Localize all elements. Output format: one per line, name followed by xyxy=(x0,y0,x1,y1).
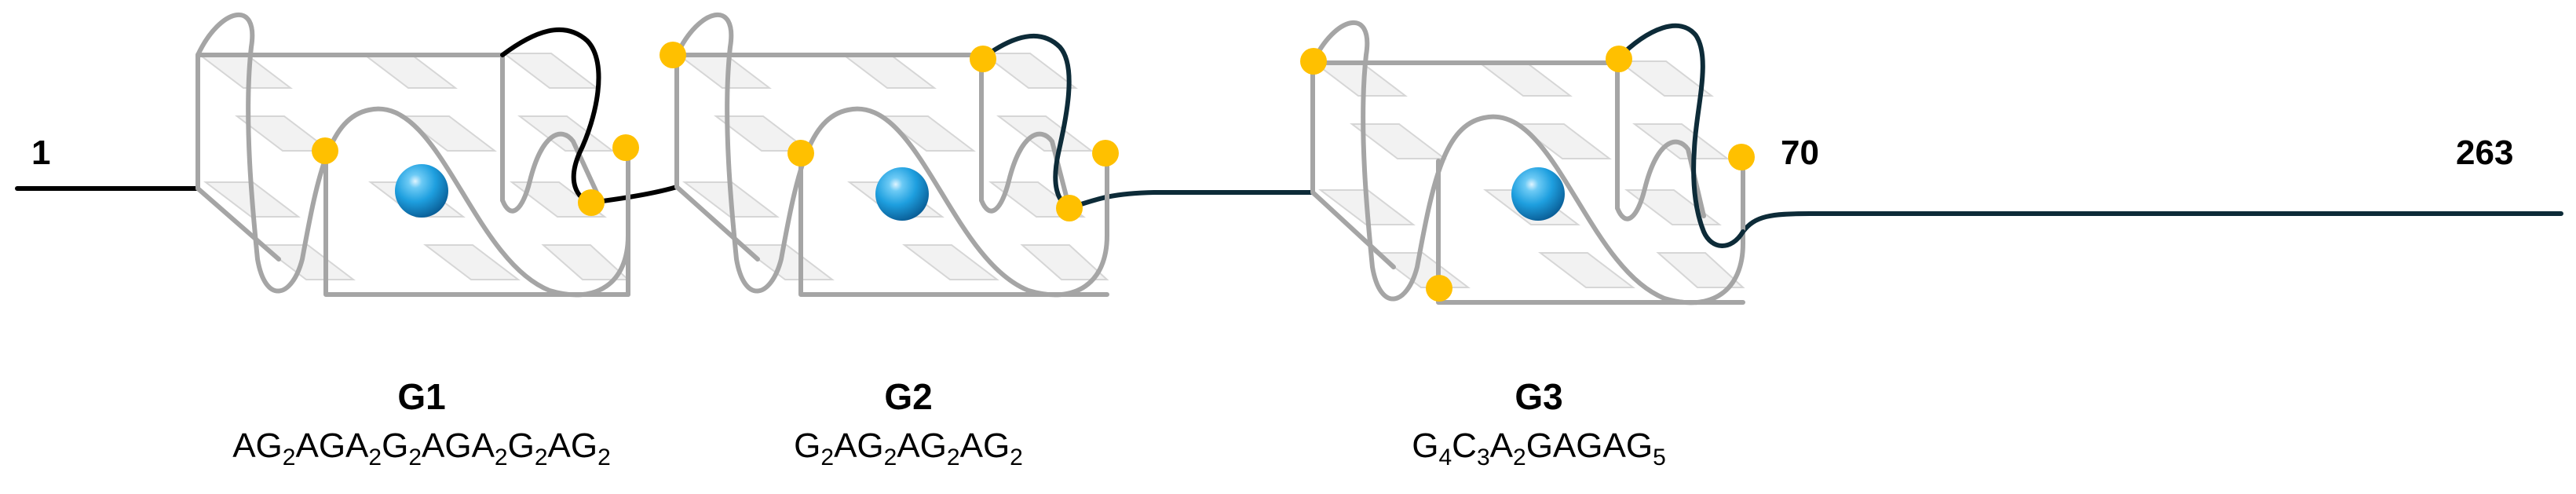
backbone-3prime-segment xyxy=(1741,211,2563,234)
g1-dark-loop xyxy=(500,27,601,205)
g2-dark-loop xyxy=(979,33,1072,210)
g3-quadruplex-structure xyxy=(1300,20,1755,306)
g2-sequence: G2AG2AG2AG2 xyxy=(794,426,1023,470)
g2-label: G2 xyxy=(884,376,933,417)
site-marker-icon xyxy=(312,134,639,216)
metal-ion-sphere-icon xyxy=(875,167,929,221)
g3-sequence: G4C3A2GAGAG5 xyxy=(1412,426,1666,470)
metal-ion-sphere-icon xyxy=(1511,167,1565,221)
g3-label: G3 xyxy=(1515,376,1563,417)
metal-ion-sphere-icon xyxy=(395,164,448,218)
position-marker-start: 1 xyxy=(31,134,51,172)
g3-dark-loop xyxy=(1615,23,1745,248)
site-marker-icon xyxy=(660,42,1119,221)
g1-label: G1 xyxy=(397,376,446,417)
site-marker-icon xyxy=(1300,46,1755,302)
position-marker-middle: 70 xyxy=(1781,134,1819,172)
position-marker-end: 263 xyxy=(2456,134,2514,172)
g1-quadruplex-structure xyxy=(195,13,639,298)
g1-sequence: AG2AGA2G2AGA2G2AG2 xyxy=(232,426,611,470)
g2-quadruplex-structure xyxy=(660,13,1119,298)
